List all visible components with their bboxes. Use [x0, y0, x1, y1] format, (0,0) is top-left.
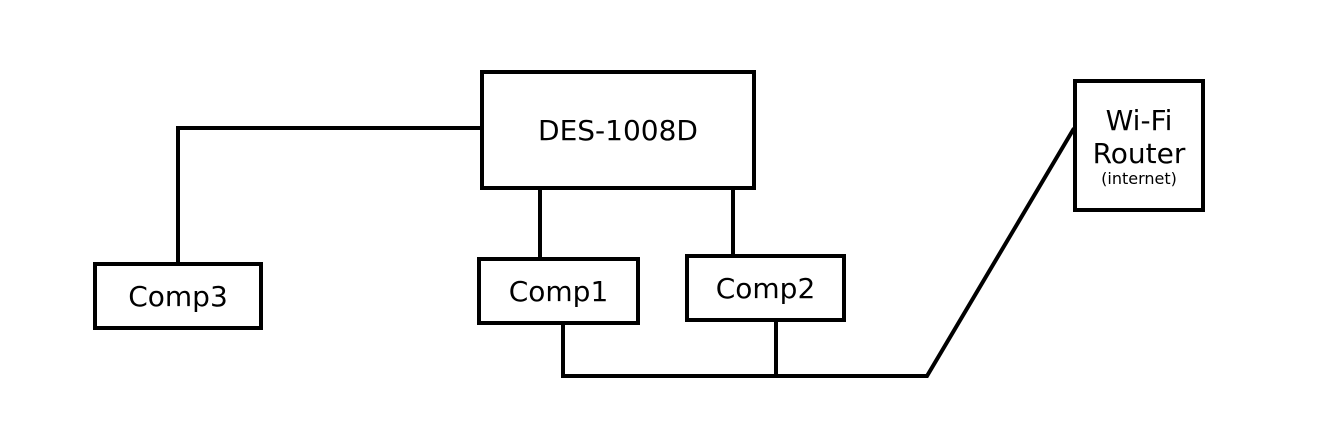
link-comp1-to-bus [561, 127, 1076, 378]
comp1-label: Comp1 [508, 274, 609, 308]
router-label-line1: Wi-Fi [1105, 103, 1173, 137]
switch-node: DES-1008D [480, 70, 756, 190]
switch-label: DES-1008D [538, 113, 698, 147]
comp2-node: Comp2 [685, 254, 846, 322]
router-node: Wi-Fi Router (internet) [1073, 79, 1205, 212]
router-label-line2: Router [1092, 136, 1186, 170]
router-label-line3: (internet) [1101, 168, 1177, 188]
link-switch-comp3 [176, 126, 482, 264]
comp2-label: Comp2 [715, 271, 816, 305]
comp1-node: Comp1 [477, 257, 640, 325]
comp3-node: Comp3 [93, 262, 263, 330]
comp3-label: Comp3 [128, 279, 228, 313]
